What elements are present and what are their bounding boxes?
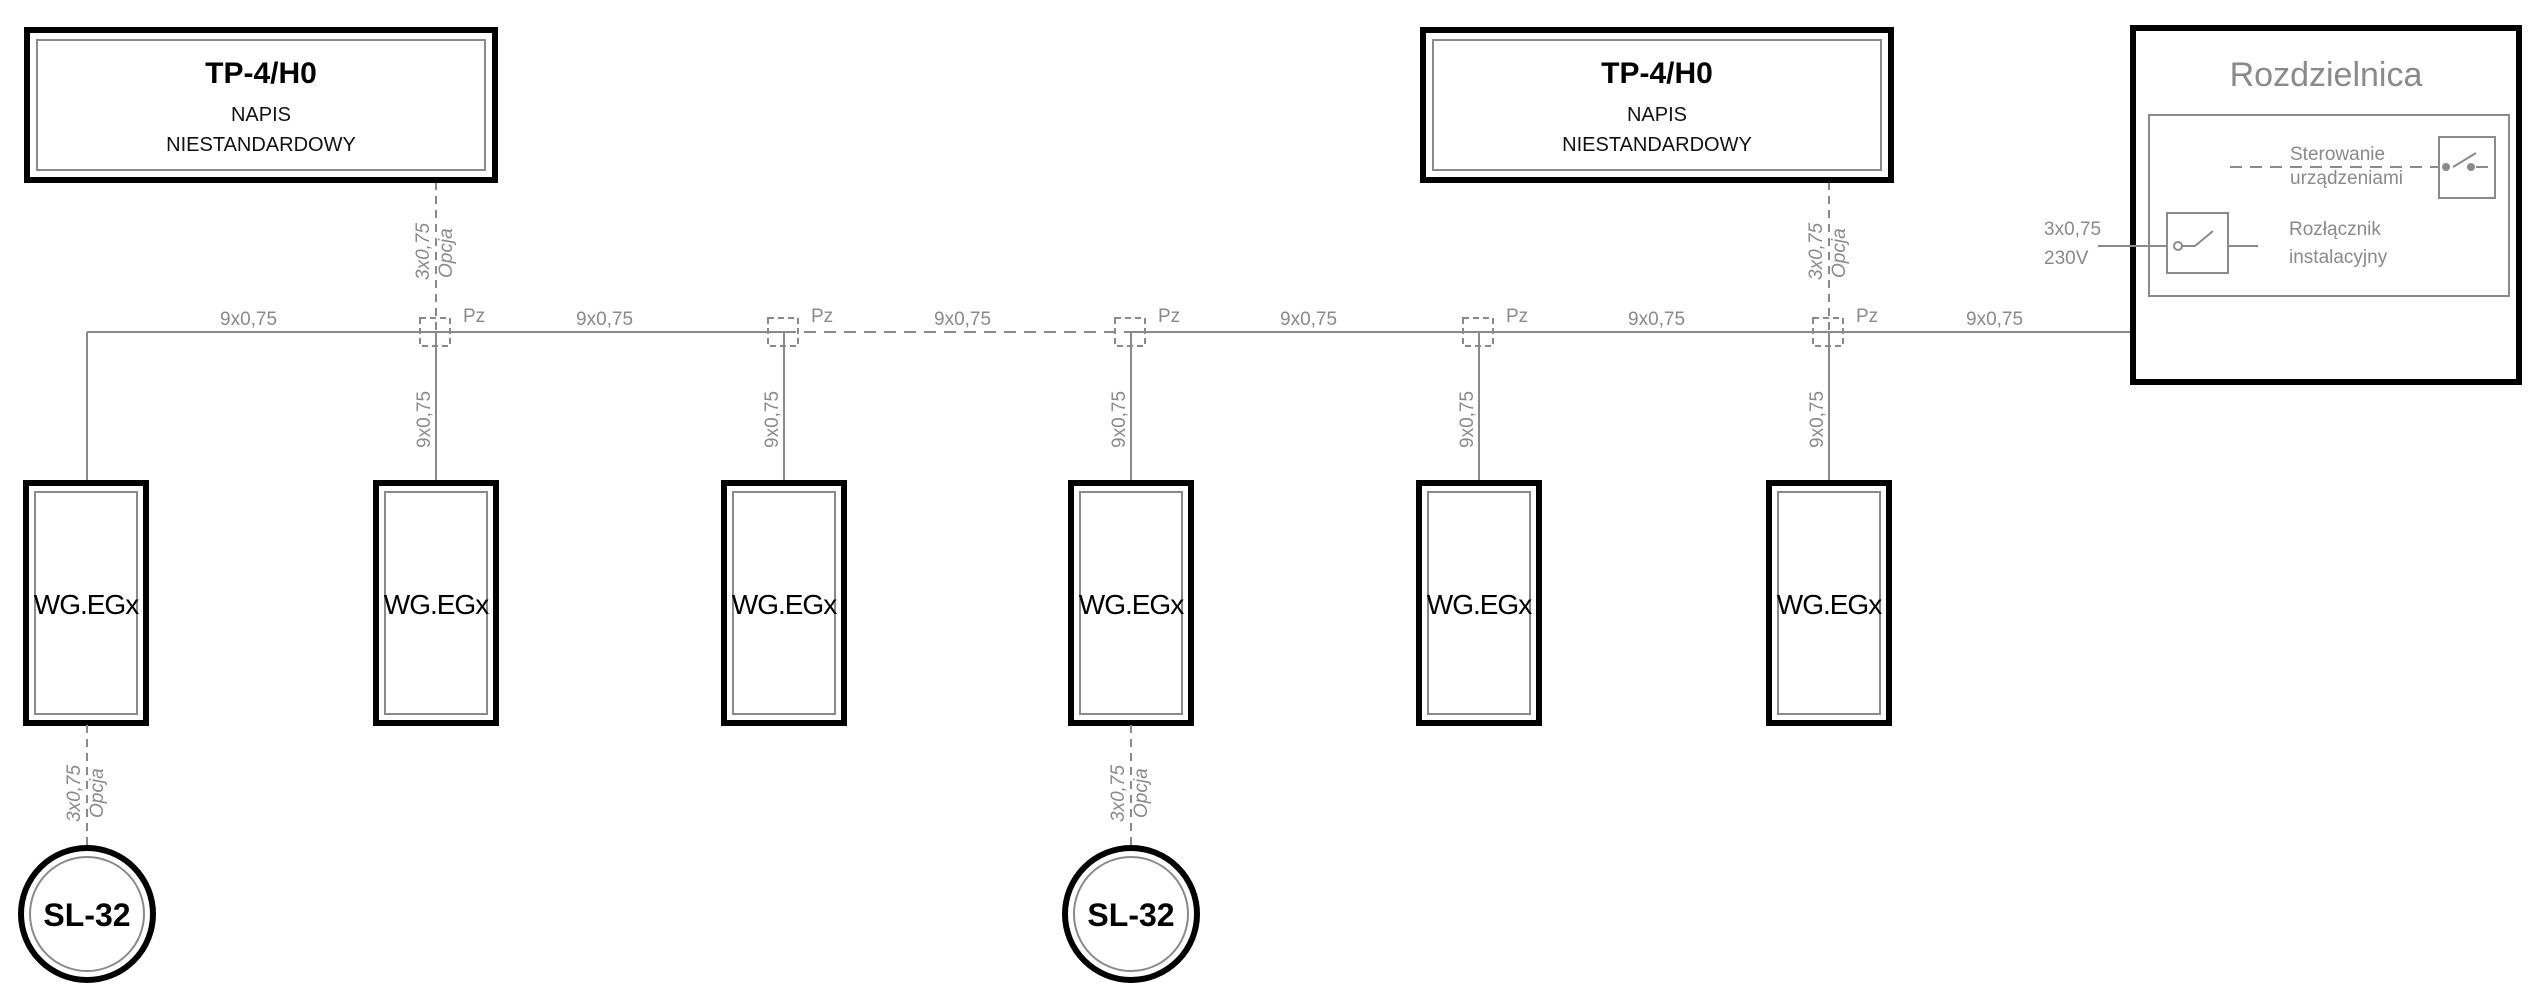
- wg-label: WG.EGx: [1427, 589, 1532, 620]
- sl32-sensor-2: SL-32: [1062, 845, 1200, 983]
- wg-unit-5: WG.EGx: [1416, 480, 1542, 726]
- option-cable-label: 3x0,75: [1108, 765, 1129, 822]
- panel-text-line2: NIESTANDARDOWY: [1562, 134, 1752, 156]
- wg-unit-2: WG.EGx: [373, 480, 499, 726]
- pz-label: Pz: [1506, 306, 1528, 327]
- control-label-line2: urządzeniami: [2290, 168, 2403, 189]
- drop-label: 9x0,75: [762, 391, 783, 448]
- bus-label-5: 9x0,75: [1628, 309, 1685, 330]
- wg-unit-4: WG.EGx: [1068, 480, 1194, 726]
- main-switch-icon: [2098, 212, 2258, 274]
- pz-label: Pz: [1856, 306, 1878, 327]
- wg-label: WG.EGx: [34, 589, 139, 620]
- option-cable-label: 3x0,75: [413, 223, 434, 280]
- junction-5: Pz 9x0,75: [1807, 306, 1878, 483]
- drop-label: 9x0,75: [1807, 391, 1828, 448]
- tp-panel-2: TP-4/H0 NAPIS NIESTANDARDOWY: [1420, 27, 1894, 183]
- option-cable-label: 3x0,75: [1806, 223, 1827, 280]
- panel-option-cable-2: 3x0,75 Opcja: [1806, 182, 1850, 332]
- panel-option-cable-1: 3x0,75 Opcja: [413, 182, 457, 332]
- panel-text-line1: NAPIS: [231, 104, 291, 126]
- tp-panel-1: TP-4/H0 NAPIS NIESTANDARDOWY: [24, 27, 498, 183]
- bus-label-3: 9x0,75: [934, 309, 991, 330]
- option-cable-label: 3x0,75: [64, 765, 85, 822]
- bus-label-2: 9x0,75: [576, 309, 633, 330]
- wg-label: WG.EGx: [384, 589, 489, 620]
- control-switch-icon: [2230, 136, 2496, 199]
- panel-text-line2: NIESTANDARDOWY: [166, 134, 356, 156]
- wg-unit-1: WG.EGx: [23, 480, 149, 726]
- option-word: Opcja: [436, 228, 457, 278]
- sl32-sensor-1: SL-32: [18, 845, 156, 983]
- drop-label: 9x0,75: [414, 391, 435, 448]
- bus-label-4: 9x0,75: [1280, 309, 1337, 330]
- wg-label: WG.EGx: [732, 589, 837, 620]
- switch-label-line2: instalacyjny: [2289, 247, 2388, 268]
- junction-4: Pz 9x0,75: [1457, 306, 1528, 483]
- panel-title: TP-4/H0: [205, 57, 317, 90]
- wg-unit-3: WG.EGx: [721, 480, 847, 726]
- sensor-label: SL-32: [1087, 897, 1174, 933]
- supply-cable-label: 3x0,75: [2044, 219, 2101, 240]
- bus-label-1: 9x0,75: [220, 309, 277, 330]
- junction-1: Pz 9x0,75: [414, 306, 485, 483]
- supply-voltage-label: 230V: [2044, 248, 2089, 269]
- drop-label: 9x0,75: [1457, 391, 1478, 448]
- drop-label: 9x0,75: [1109, 391, 1130, 448]
- sensor-option-cable-2: 3x0,75 Opcja: [1108, 725, 1152, 848]
- wg-unit-6: WG.EGx: [1766, 480, 1892, 726]
- wg-label: WG.EGx: [1079, 589, 1184, 620]
- pz-label: Pz: [811, 306, 833, 327]
- distribution-title: Rozdzielnica: [2230, 56, 2423, 94]
- option-word: Opcja: [87, 768, 108, 818]
- panel-title: TP-4/H0: [1601, 57, 1713, 90]
- switch-label-line1: Rozłącznik: [2289, 219, 2381, 240]
- control-label-line1: Sterowanie: [2290, 144, 2385, 165]
- sensor-option-cable-1: 3x0,75 Opcja: [64, 725, 108, 848]
- sensor-label: SL-32: [43, 897, 130, 933]
- distribution-board: Rozdzielnica Sterowanie urządzeniami Roz…: [2098, 25, 2522, 385]
- bus-label-6: 9x0,75: [1966, 309, 2023, 330]
- option-word: Opcja: [1131, 768, 1152, 818]
- pz-label: Pz: [1158, 306, 1180, 327]
- panel-text-line1: NAPIS: [1627, 104, 1687, 126]
- pz-label: Pz: [463, 306, 485, 327]
- wg-label: WG.EGx: [1777, 589, 1882, 620]
- option-word: Opcja: [1829, 228, 1850, 278]
- junction-2: Pz 9x0,75: [762, 306, 833, 483]
- junction-3: Pz 9x0,75: [1109, 306, 1180, 483]
